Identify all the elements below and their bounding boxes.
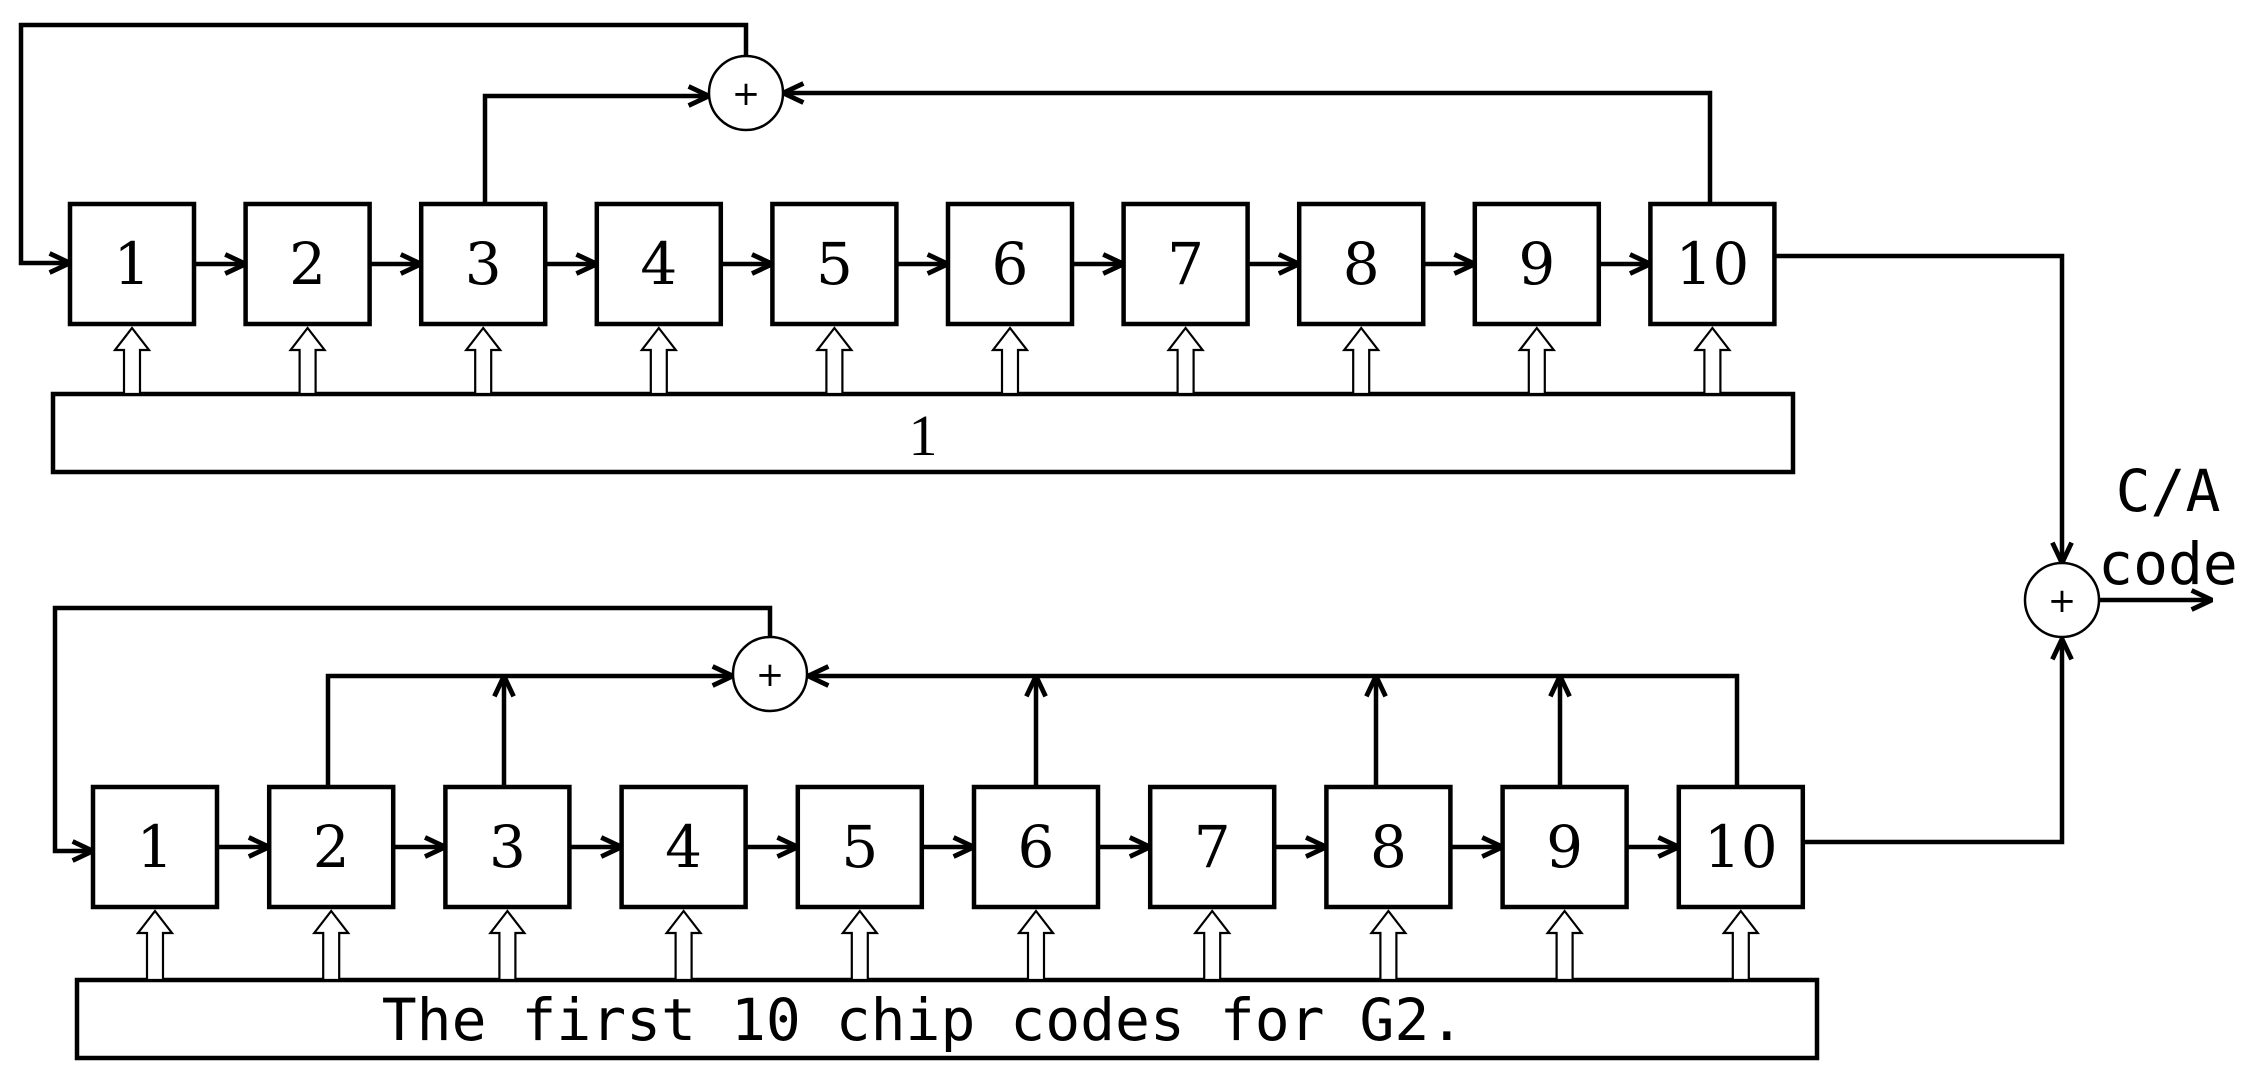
g1-cell-8-label: 8 xyxy=(1343,230,1380,298)
g1-cell-2: 2 xyxy=(243,201,372,327)
g1-cell-3-label: 3 xyxy=(465,230,502,298)
g1-tap-3 xyxy=(482,96,709,204)
g2-load-arrow-2 xyxy=(311,909,351,982)
g1-init-label: 1 xyxy=(909,403,938,468)
g2-load-arrow-9 xyxy=(1545,909,1584,982)
g1-xor-symbol: + xyxy=(732,74,761,114)
g2-init-label: The first 10 chip codes for G2. xyxy=(382,986,1465,1054)
output-stage: + C/A code xyxy=(2023,457,2238,639)
g2-load-arrow-4 xyxy=(664,909,703,982)
g1-cell-4-label: 4 xyxy=(640,230,677,298)
g1-register: + 1 1 2 3 4 5 6 7 8 9 10 xyxy=(18,22,2062,563)
g1-cell-8: 8 xyxy=(1296,201,1426,327)
g2-feedback-line xyxy=(52,605,773,851)
g1-load-arrow-7 xyxy=(1166,326,1205,396)
g2-load-arrow-7 xyxy=(1192,909,1232,982)
output-label-line1: C/A xyxy=(2116,457,2221,525)
output-xor-adder: + xyxy=(2023,561,2101,639)
g2-cell-1: 1 xyxy=(90,784,220,910)
g1-cell-9: 9 xyxy=(1472,201,1602,327)
g2-cell-6-label: 6 xyxy=(1018,813,1055,881)
g1-cell-4: 4 xyxy=(594,201,724,327)
g2-load-arrow-6 xyxy=(1016,909,1056,982)
g2-cell-9-label: 9 xyxy=(1546,813,1583,881)
g2-output-line xyxy=(1801,639,2062,845)
g1-load-arrow-1 xyxy=(112,326,152,396)
g2-cell-3-label: 3 xyxy=(489,813,526,881)
g1-cell-10: 10 xyxy=(1648,201,1777,327)
g2-cell-10-label: 10 xyxy=(1704,813,1778,881)
g1-output-line xyxy=(1775,253,2062,563)
g1-load-arrow-5 xyxy=(815,326,854,396)
g2-cell-8: 8 xyxy=(1324,784,1453,910)
g1-cell-1-label: 1 xyxy=(114,230,151,298)
g2-load-arrow-8 xyxy=(1369,909,1408,982)
g2-cell-4: 4 xyxy=(619,784,748,910)
g2-cell-3: 3 xyxy=(443,784,572,910)
output-label-line2: code xyxy=(2098,530,2238,598)
g1-cell-7: 7 xyxy=(1121,201,1250,327)
g1-load-arrow-3 xyxy=(463,326,503,396)
g1-load-arrow-2 xyxy=(288,326,327,396)
g2-load-arrow-1 xyxy=(135,909,175,982)
g2-load-arrow-5 xyxy=(840,909,880,982)
output-xor-symbol: + xyxy=(2048,581,2077,621)
g2-cell-8-label: 8 xyxy=(1370,813,1407,881)
g2-cell-2-label: 2 xyxy=(313,813,350,881)
g1-cell-3: 3 xyxy=(418,201,548,327)
g1-load-arrow-10 xyxy=(1693,326,1732,396)
g1-cell-5-label: 5 xyxy=(816,230,853,298)
g1-cell-10-label: 10 xyxy=(1675,230,1749,298)
g1-load-arrow-4 xyxy=(639,326,679,396)
g2-cell-5: 5 xyxy=(795,784,925,910)
g1-tap-10 xyxy=(783,93,1713,204)
g2-load-arrow-10 xyxy=(1721,909,1761,982)
g2-cell-5-label: 5 xyxy=(841,813,878,881)
g1-cell-7-label: 7 xyxy=(1167,230,1204,298)
g1-xor-adder: + xyxy=(707,54,785,132)
g2-cell-7: 7 xyxy=(1147,784,1277,910)
g1-cell-2-label: 2 xyxy=(289,230,326,298)
g1-cell-5: 5 xyxy=(770,201,899,327)
g2-cell-4-label: 4 xyxy=(665,813,702,881)
g2-cell-9: 9 xyxy=(1500,784,1629,910)
g2-cell-6: 6 xyxy=(971,784,1101,910)
g1-init-bar xyxy=(50,391,1796,475)
g2-register: + The first 10 chip codes for G2. 1 2 3 4 5 6… xyxy=(52,605,2062,1061)
g1-load-arrow-9 xyxy=(1517,326,1557,396)
g2-cell-2: 2 xyxy=(266,784,396,910)
g2-cell-1-label: 1 xyxy=(137,813,174,881)
g1-cell-1: 1 xyxy=(67,201,197,327)
g2-tap-2 xyxy=(325,676,733,787)
g1-cell-6-label: 6 xyxy=(992,230,1029,298)
g1-load-arrow-8 xyxy=(1341,326,1381,396)
g2-cell-10: 10 xyxy=(1676,784,1806,910)
g2-cell-7-label: 7 xyxy=(1194,813,1231,881)
g1-cell-6: 6 xyxy=(945,201,1075,327)
g1-load-arrow-6 xyxy=(990,326,1030,396)
g1-feedback-line xyxy=(18,22,749,263)
g2-load-arrow-3 xyxy=(488,909,527,982)
g2-init-bar xyxy=(74,977,1820,1061)
g2-xor-symbol: + xyxy=(756,655,785,695)
g2-tap-10 xyxy=(808,676,1740,787)
g2-xor-adder: + xyxy=(731,635,809,713)
g1-cell-9-label: 9 xyxy=(1518,230,1555,298)
